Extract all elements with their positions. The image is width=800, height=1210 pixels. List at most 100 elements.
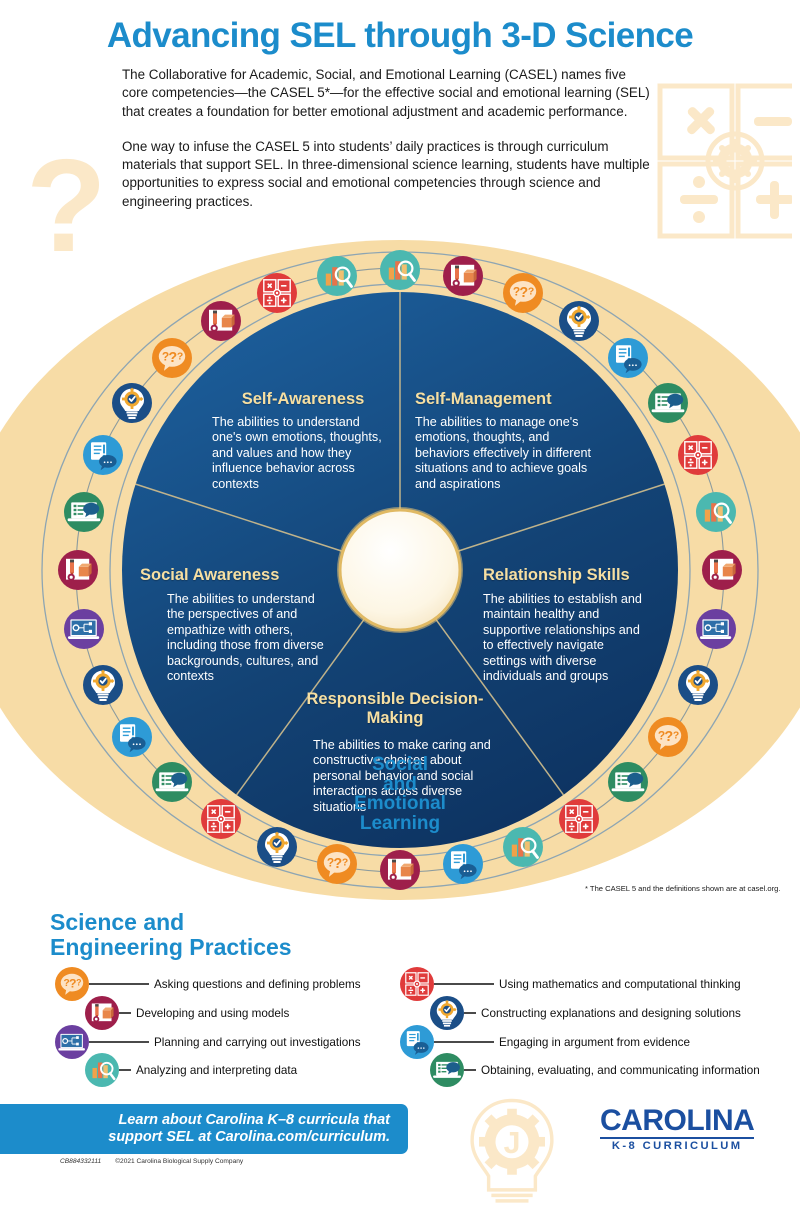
segment-body-social-awareness: The abilities to understand the perspect… <box>167 592 324 684</box>
legend-connector-line <box>89 983 149 985</box>
obtaining-information-icon <box>430 1053 464 1087</box>
ring-constructing-explanations-icon <box>558 300 599 341</box>
copyright-line: CB884332111 ©2021 Carolina Biological Su… <box>60 1158 243 1165</box>
carolina-logo: CAROLINA K-8 CURRICULUM <box>600 1104 755 1153</box>
product-code: CB884332111 <box>60 1158 102 1165</box>
ring-engaging-argument-icon <box>442 844 483 885</box>
cta-line-1: Learn about Carolina K–8 curricula that <box>118 1111 390 1128</box>
svg-text:?: ? <box>63 978 69 989</box>
developing-models-icon <box>85 996 119 1030</box>
svg-text:?: ? <box>520 285 529 301</box>
legend-item[interactable]: Obtaining, evaluating, and communicating… <box>430 1053 760 1087</box>
planning-investigations-icon <box>55 1025 89 1059</box>
legend-title-line-2: Engineering Practices <box>50 934 292 960</box>
legend-connector-line <box>89 1041 149 1043</box>
ring-constructing-explanations-icon <box>677 664 718 705</box>
logo-tagline: K-8 CURRICULUM <box>600 1137 755 1153</box>
legend-item-label: Obtaining, evaluating, and communicating… <box>481 1063 760 1077</box>
ring-planning-investigations-icon <box>695 608 736 649</box>
center-line-3: Emotional <box>354 793 446 814</box>
legend-item[interactable]: Developing and using models <box>85 996 289 1030</box>
ring-analyzing-data-icon <box>695 491 736 532</box>
legend-item[interactable]: ? ? ? Asking questions and defining prob… <box>55 967 361 1001</box>
svg-text:?: ? <box>69 976 76 990</box>
segment-title-self-awareness: Self-Awareness <box>241 390 365 408</box>
svg-text:?: ? <box>513 284 520 298</box>
legend-item[interactable]: Analyzing and interpreting data <box>85 1053 297 1087</box>
svg-text:?: ? <box>327 856 334 870</box>
ring-using-mathematics-icon <box>677 435 718 476</box>
ring-asking-questions-icon: ? ? ? <box>647 716 688 757</box>
ring-using-mathematics-icon <box>256 272 297 313</box>
legend-item-label: Developing and using models <box>136 1006 290 1020</box>
ring-asking-questions-icon: ? ? ? <box>503 272 544 313</box>
ring-obtaining-information-icon <box>607 762 648 803</box>
svg-text:?: ? <box>169 350 178 366</box>
segment-title-responsible-decision-making: Responsible Decision-Making <box>306 690 484 727</box>
legend-item-label: Planning and carrying out investigations <box>154 1035 361 1049</box>
ring-planning-investigations-icon <box>64 608 105 649</box>
legend-title: Science and Engineering Practices <box>50 910 292 960</box>
intro-text: The Collaborative for Academic, Social, … <box>122 66 652 211</box>
center-line-1: Social <box>372 754 428 775</box>
wheel-graphic <box>0 240 800 900</box>
legend-title-line-1: Science and <box>50 909 185 935</box>
logo-wordmark: CAROLINA <box>600 1104 755 1137</box>
ring-constructing-explanations-icon <box>82 664 123 705</box>
legend-connector-line <box>434 983 494 985</box>
intro-paragraph-1: The Collaborative for Academic, Social, … <box>122 67 650 119</box>
segment-title-self-management: Self-Management <box>415 390 552 408</box>
legend-item[interactable]: Using mathematics and computational thin… <box>400 967 741 1001</box>
ring-developing-models-icon <box>201 300 242 341</box>
legend-connector-line <box>434 1041 494 1043</box>
ring-obtaining-information-icon <box>152 762 193 803</box>
casel-wheel: ? ? ? <box>0 230 800 910</box>
ring-developing-models-icon <box>442 255 483 296</box>
legend-item-label: Asking questions and defining problems <box>154 977 361 991</box>
ring-obtaining-information-icon <box>647 383 688 424</box>
legend-connector-line <box>119 1069 131 1071</box>
casel-footnote: * The CASEL 5 and the definitions shown … <box>585 884 781 893</box>
legend-item-label: Analyzing and interpreting data <box>136 1063 298 1077</box>
copyright-text: ©2021 Carolina Biological Supply Company <box>115 1158 244 1165</box>
legend-connector-line <box>464 1012 476 1014</box>
segment-body-self-management: The abilities to manage one's emotions, … <box>415 415 591 491</box>
header: Advancing SEL through 3-D Science The Co… <box>0 0 800 250</box>
segment-title-social-awareness: Social Awareness <box>140 566 280 584</box>
ring-analyzing-data-icon <box>380 250 420 290</box>
legend-connector-line <box>464 1069 476 1071</box>
ring-developing-models-icon <box>58 550 98 590</box>
using-mathematics-icon <box>400 967 434 1001</box>
svg-text:?: ? <box>334 856 343 872</box>
ring-constructing-explanations-icon <box>112 383 153 424</box>
ring-using-mathematics-icon <box>558 799 599 840</box>
svg-text:?: ? <box>673 730 679 741</box>
legend-item[interactable]: Constructing explanations and designing … <box>430 996 741 1030</box>
legend-item[interactable]: Engaging in argument from evidence <box>400 1025 690 1059</box>
svg-text:?: ? <box>342 858 348 869</box>
legend-item[interactable]: Planning and carrying out investigations <box>55 1025 361 1059</box>
center-line-2: and <box>383 773 417 795</box>
intro-paragraph-2: One way to infuse the CASEL 5 into stude… <box>122 138 650 209</box>
ring-engaging-argument-icon <box>112 716 153 757</box>
segment-body-self-awareness: The abilities to understand one's own em… <box>212 415 382 491</box>
asking-questions-icon: ? ? ? <box>55 967 89 1001</box>
cta-text: Learn about Carolina K–8 curricula that … <box>108 1112 390 1147</box>
ring-engaging-argument-icon <box>82 435 123 476</box>
wheel-center-label: Social and Emotional Learning <box>340 755 460 833</box>
constructing-explanations-icon <box>430 996 464 1030</box>
segment-body-responsible-decision-making: The abilities to make caring and constru… <box>313 738 491 814</box>
ring-asking-questions-icon: ? ? ? <box>317 844 358 885</box>
page-title: Advancing SEL through 3-D Science <box>106 16 694 55</box>
legend-section: Science and Engineering Practices ? ? ? … <box>0 900 800 1090</box>
svg-text:?: ? <box>528 286 534 297</box>
segment-body-relationship-skills: The abilities to establish and maintain … <box>483 592 642 684</box>
legend-item-label: Using mathematics and computational thin… <box>499 977 741 991</box>
legend-item-label: Constructing explanations and designing … <box>481 1006 741 1020</box>
engaging-argument-icon <box>400 1025 434 1059</box>
legend-item-label: Engaging in argument from evidence <box>499 1035 691 1049</box>
segment-title-relationship-skills: Relationship Skills <box>483 566 630 584</box>
ring-developing-models-icon <box>380 850 420 890</box>
cta-banner[interactable]: Learn about Carolina K–8 curricula that … <box>0 1104 408 1154</box>
svg-text:?: ? <box>177 351 183 362</box>
